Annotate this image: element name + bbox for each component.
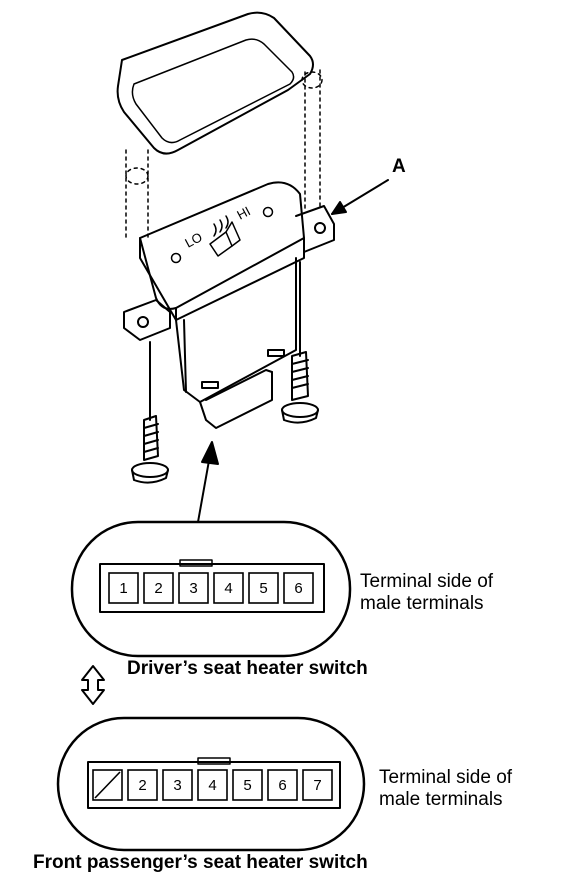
driver-pin-row: 1 2 3 4 5 6 <box>108 572 314 604</box>
driver-pin-number: 4 <box>224 580 232 597</box>
driver-pin-cell <box>178 572 209 604</box>
passenger-pin-cell <box>197 769 228 801</box>
driver-pin-cell <box>108 572 139 604</box>
passenger-terminal-note: Terminal side of male terminals <box>379 767 512 811</box>
seat-heater-icon <box>209 215 241 257</box>
driver-connector <box>70 520 352 658</box>
passenger-terminal-note-line1: Terminal side of <box>379 767 513 788</box>
switch-face-markings <box>170 206 274 264</box>
passenger-switch-caption: Front passenger’s seat heater switch <box>33 852 368 873</box>
passenger-terminal-note-line2: male terminals <box>379 789 503 810</box>
switch-bezel <box>116 11 314 155</box>
callout-label-a: A <box>392 156 406 177</box>
callout-arrowhead <box>331 201 347 215</box>
alignment-guides <box>125 69 323 241</box>
passenger-pin-cell <box>302 769 333 801</box>
driver-pin-number: 1 <box>119 580 127 597</box>
passenger-pin-cell <box>267 769 298 801</box>
driver-terminal-note-line1: Terminal side of <box>360 571 494 592</box>
lo-mark: LO <box>182 229 204 250</box>
driver-pin-cell <box>283 572 314 604</box>
connector-arrow-shaft <box>197 454 211 523</box>
passenger-pin-number: 7 <box>313 777 321 794</box>
hi-mark: HI <box>234 203 253 222</box>
driver-pin-cell <box>143 572 174 604</box>
double-arrow-icon <box>81 665 105 705</box>
passenger-pin-number: 2 <box>138 777 146 794</box>
driver-switch-caption: Driver’s seat heater switch <box>127 658 368 679</box>
driver-terminal-note: Terminal side of male terminals <box>360 571 493 615</box>
passenger-pin-number: 4 <box>208 777 216 794</box>
passenger-blank-pin-slash <box>94 771 121 799</box>
passenger-pin-cell <box>92 769 123 801</box>
passenger-pin-row: 2 3 4 5 6 7 <box>92 769 333 801</box>
driver-pin-cell <box>213 572 244 604</box>
passenger-pin-cell <box>232 769 263 801</box>
driver-terminal-note-line2: male terminals <box>360 593 484 614</box>
mounting-screw-left <box>131 341 169 484</box>
passenger-pin-cell <box>162 769 193 801</box>
driver-pin-number: 5 <box>259 580 267 597</box>
driver-pin-number: 6 <box>294 580 302 597</box>
passenger-pin-cell <box>127 769 158 801</box>
passenger-connector <box>56 716 366 852</box>
passenger-pin-number: 3 <box>173 777 181 794</box>
connector-arrowhead <box>201 441 219 465</box>
passenger-pin-number: 5 <box>243 777 251 794</box>
driver-pin-number: 2 <box>154 580 162 597</box>
driver-pin-cell <box>248 572 279 604</box>
passenger-pin-number: 6 <box>278 777 286 794</box>
driver-pin-number: 3 <box>189 580 197 597</box>
switch-body <box>123 181 335 429</box>
mounting-screw-right <box>281 261 319 424</box>
